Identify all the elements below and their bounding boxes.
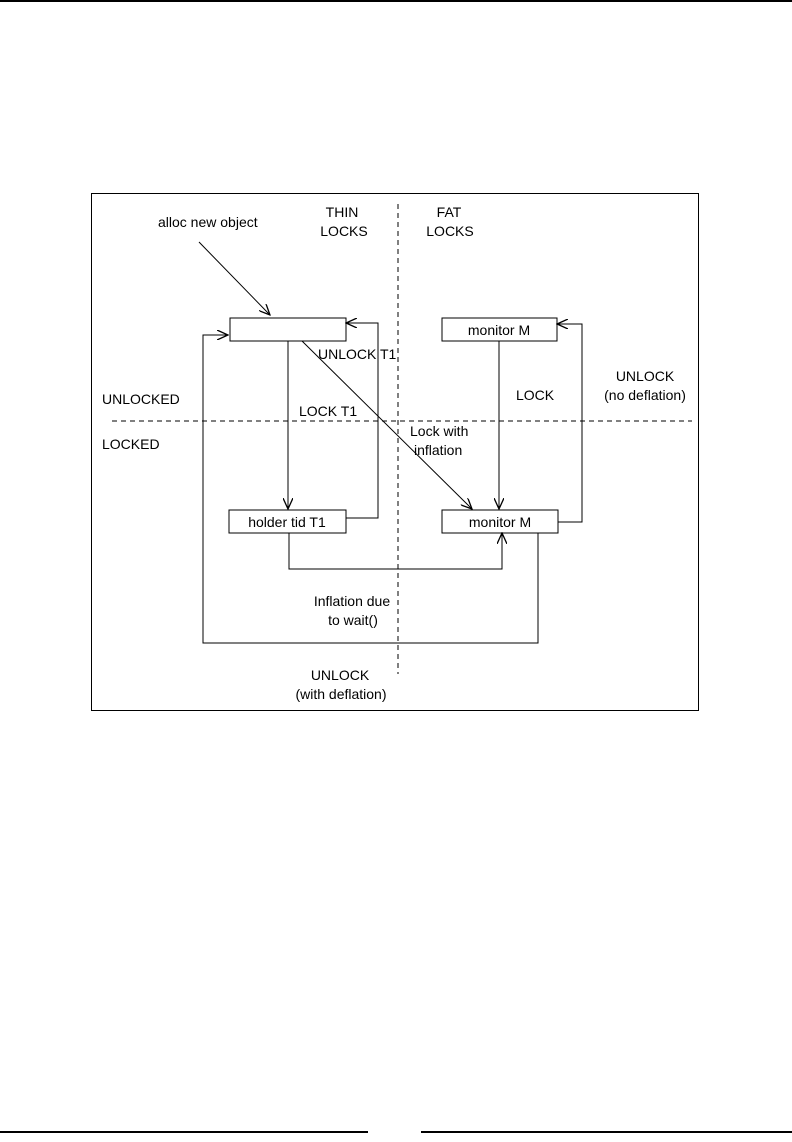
thin-locked-node — [228, 509, 347, 534]
locked-label: LOCKED — [102, 436, 160, 452]
alloc-arrow — [198, 241, 270, 315]
lock-with-inflation-label-1: Lock with — [410, 423, 468, 439]
unlock-with-deflation-label-2: (with deflation) — [295, 686, 386, 702]
lock-label: LOCK — [516, 387, 555, 403]
page-top-rule — [0, 0, 792, 2]
unlocked-label: UNLOCKED — [102, 391, 180, 407]
thin-locks-label-1: THIN — [326, 204, 359, 220]
inflation-due-to-wait-label-2: to wait() — [328, 612, 378, 628]
lock-with-inflation-label-2: inflation — [414, 442, 462, 458]
fat-locks-label-2: LOCKS — [426, 223, 473, 239]
lock-state-diagram: THIN LOCKS FAT LOCKS UNLOCKED LOCKED mon… — [91, 193, 699, 711]
fat-locks-label-1: FAT — [437, 204, 462, 220]
unlock-t1-arrow — [346, 323, 379, 519]
alloc-label: alloc new object — [158, 214, 258, 230]
fat-unlocked-node-label: monitor M — [468, 322, 530, 338]
diagram-canvas: THIN LOCKS FAT LOCKS UNLOCKED LOCKED mon… — [102, 204, 692, 702]
unlock-no-deflation-label-1: UNLOCK — [616, 368, 675, 384]
lock-t1-label: LOCK T1 — [299, 403, 357, 419]
inflation-due-to-wait-arrow — [288, 533, 502, 570]
fat-locked-node-label: monitor M — [469, 514, 531, 530]
unlock-no-deflation-arrow — [557, 324, 583, 523]
unlock-with-deflation-label-1: UNLOCK — [311, 667, 370, 683]
page-bottom-rule-right — [421, 1131, 792, 1133]
thin-locked-node-label: holder tid T1 — [248, 514, 326, 530]
unlock-with-deflation-arrow — [202, 335, 539, 644]
thin-locks-label-2: LOCKS — [320, 223, 367, 239]
inflation-due-to-wait-label-1: Inflation due — [314, 593, 390, 609]
unlock-no-deflation-label-2: (no deflation) — [604, 387, 686, 403]
page-bottom-rule-left — [0, 1131, 368, 1133]
unlock-t1-label: UNLOCK T1 — [318, 346, 397, 362]
thin-unlocked-node — [229, 317, 347, 342]
lock-with-inflation-arrow — [301, 340, 472, 509]
